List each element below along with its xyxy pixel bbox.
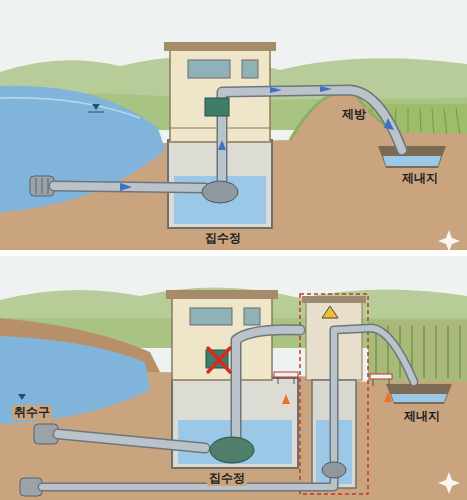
ditch	[386, 384, 452, 404]
pump	[202, 181, 238, 203]
new-pump	[322, 462, 346, 478]
motor	[205, 98, 229, 116]
water-level-mark	[18, 394, 26, 400]
area-label: 제내지	[400, 171, 440, 186]
roof	[164, 42, 276, 51]
pump-house	[172, 298, 272, 380]
out-of-service-mark	[208, 348, 230, 372]
sky	[0, 0, 467, 250]
pump	[210, 437, 254, 463]
area-label: 취수구	[12, 405, 52, 420]
area-label: 집수정	[203, 231, 243, 246]
area-label: 제방	[340, 107, 368, 122]
ditch	[378, 146, 446, 168]
river	[0, 336, 150, 424]
barricade	[274, 372, 392, 386]
river	[0, 86, 165, 212]
traffic-cone	[384, 392, 392, 402]
traffic-cone	[282, 394, 290, 404]
sky	[0, 256, 467, 500]
area-label: 집수정	[207, 471, 247, 486]
water-level-mark	[92, 104, 100, 110]
area-label: 제내지	[402, 409, 442, 424]
